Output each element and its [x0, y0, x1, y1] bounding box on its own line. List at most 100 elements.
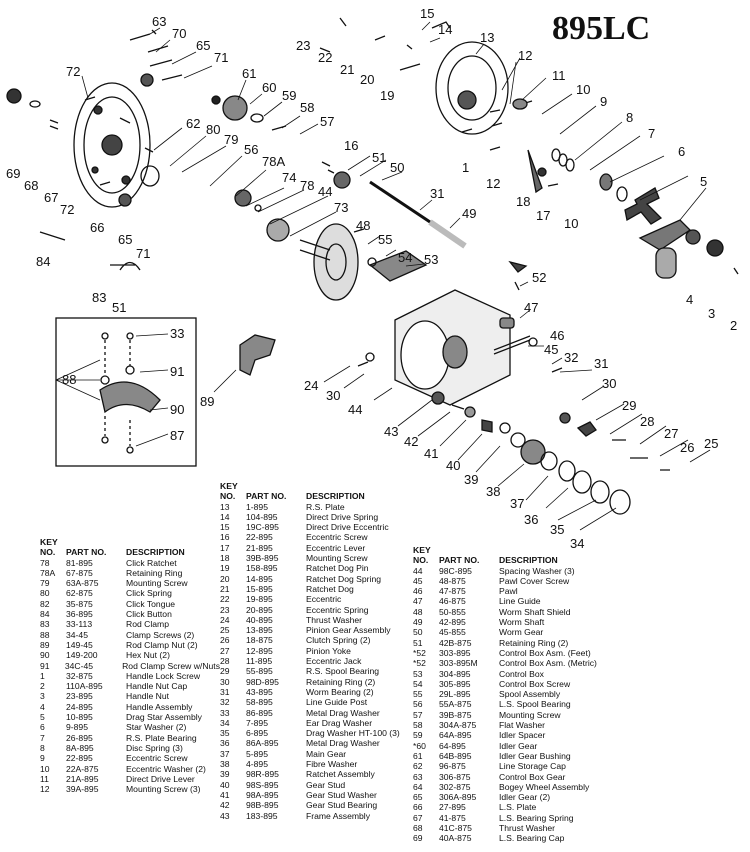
part-number-cell: 39A-895: [66, 784, 99, 795]
part-number-cell: 33-113: [66, 619, 93, 630]
key-cell: 69: [413, 833, 423, 844]
rs-plate-drawing: [435, 41, 509, 135]
key-cell: 15: [220, 522, 230, 533]
description-cell: Clutch Spring (2): [306, 635, 371, 646]
part-callout: 44: [318, 184, 332, 199]
part-callout: 70: [172, 26, 186, 41]
part-callout: 30: [326, 388, 340, 403]
key-cell: 17: [220, 542, 230, 553]
part-number-cell: 22-895: [246, 532, 273, 543]
part-number-cell: 39B-895: [246, 553, 279, 564]
key-cell: *52: [413, 658, 426, 669]
part-number-cell: 55-895: [246, 666, 273, 677]
part-callout: 25: [704, 436, 718, 451]
key-cell: 90: [40, 650, 50, 661]
part-callout: 79: [224, 132, 238, 147]
part-number-cell: 13-895: [246, 625, 273, 636]
part-number-cell: 43-895: [246, 686, 273, 697]
part-callout: 29: [622, 398, 636, 413]
table-row: 29 55-895 R.S. Spool Bearing: [220, 666, 420, 676]
description-cell: Bogey Wheel Assembly: [499, 781, 590, 792]
description-header: DESCRIPTION: [126, 547, 185, 558]
part-number-cell: 46-875: [439, 596, 466, 607]
part-callout: 9: [600, 94, 607, 109]
description-header: DESCRIPTION: [306, 491, 365, 502]
description-cell: Spacing Washer (3): [499, 565, 575, 576]
description-cell: Gear Stud Bearing: [306, 800, 378, 811]
key-cell: 16: [220, 532, 230, 543]
part-callout: 12: [486, 176, 500, 191]
part-number-cell: 4-895: [246, 759, 268, 770]
part-callout: 64: [0, 0, 14, 3]
part-callout: 35: [550, 522, 564, 537]
part-callout: 87: [170, 428, 184, 443]
description-cell: Pinion Yoke: [306, 645, 351, 656]
part-number-cell: 34C-45: [64, 660, 93, 671]
part-number-cell: 40-895: [246, 614, 273, 625]
key-header-top: KEY: [220, 481, 238, 491]
part-callout: 41: [424, 446, 438, 461]
part-number-cell: 19-895: [246, 594, 273, 605]
description-cell: Mounting Screw (3): [126, 784, 201, 795]
part-callout: 21: [340, 62, 354, 77]
part-number-cell: 40A-875: [439, 833, 472, 844]
key-cell: 14: [220, 511, 230, 522]
key-cell: 64: [413, 781, 423, 792]
part-number-cell: 303-895M: [439, 658, 478, 669]
part-callout: 46: [550, 328, 564, 343]
description-cell: Direct Drive Eccentric: [306, 522, 389, 533]
part-callout: 47: [524, 300, 538, 315]
description-cell: Eccentric Screw: [306, 532, 368, 543]
part-number-cell: 22A-875: [66, 763, 99, 774]
description-cell: R.S. Spool Bearing: [306, 666, 380, 677]
description-cell: L.S. Plate: [499, 802, 537, 813]
part-callout: 23: [296, 38, 310, 53]
part-callout: 7: [648, 126, 655, 141]
key-cell: 30: [220, 676, 230, 687]
part-number-cell: 81-895: [66, 557, 93, 568]
part-callout: 19: [380, 88, 394, 103]
part-number-cell: 149-200: [66, 650, 98, 661]
part-callout: 31: [430, 186, 444, 201]
description-cell: Drag Washer HT-100 (3): [306, 728, 400, 739]
part-number-cell: 64B-895: [439, 750, 472, 761]
description-cell: Mounting Screw: [306, 553, 368, 564]
description-cell: Line Guide: [499, 596, 541, 607]
key-cell: 80: [40, 588, 50, 599]
part-number-cell: 55A-875: [439, 699, 472, 710]
description-cell: Direct Drive Lever: [126, 773, 195, 784]
part-number-cell: 15-895: [246, 583, 273, 594]
part-callout: 43: [384, 424, 398, 439]
table-header-row: NO.PART NO.DESCRIPTION: [413, 555, 603, 565]
part-number-cell: 63A-875: [66, 578, 99, 589]
key-cell: 34: [220, 717, 230, 728]
part-callout: 6: [678, 144, 685, 159]
table-header-row: KEY: [220, 481, 420, 491]
part-callout: 27: [664, 426, 678, 441]
part-callout: 71: [136, 246, 150, 261]
key-cell: 29: [220, 666, 230, 677]
part-callout: 57: [320, 114, 334, 129]
part-number-cell: 305-895: [439, 678, 471, 689]
part-callout: 40: [446, 458, 460, 473]
description-cell: Worm Bearing (2): [306, 686, 374, 697]
part-number-cell: 110A-895: [66, 681, 103, 692]
